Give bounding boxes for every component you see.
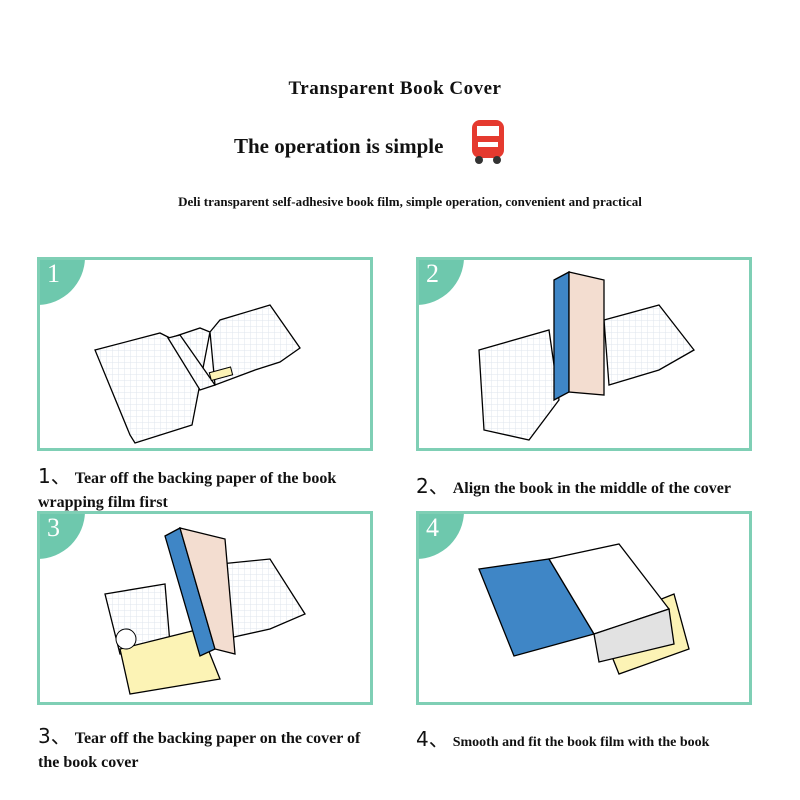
step-1-caption: 1、Tear off the backing paper of the book… [38,464,383,515]
step-4-caption: 4、Smooth and fit the book film with the … [416,727,786,755]
step-marker: 2、 [416,474,449,498]
step-4-panel: 4 [416,511,752,705]
subtitle: The operation is simple [234,134,444,158]
red-bus-icon [466,116,512,171]
page-title: Transparent Book Cover [288,78,502,99]
caption-text: Tear off the backing paper of the book w… [38,470,337,511]
step-2-panel: 2 [416,257,752,451]
step-3-panel: 3 [37,511,373,705]
caption-text: Align the book in the middle of the cove… [452,480,731,497]
step-marker: 4、 [416,727,449,751]
caption-text: Smooth and fit the book film with the bo… [452,735,710,750]
step-1-illustration [94,304,301,444]
caption-text: Tear off the backing paper on the cover … [38,730,361,771]
step-2-caption: 2、Align the book in the middle of the co… [416,474,786,501]
step-marker: 1、 [38,464,71,488]
step-3-caption: 3、Tear off the backing paper on the cove… [38,724,368,775]
description: Deli transparent self-adhesive book film… [178,194,642,209]
step-3-illustration [104,527,306,695]
step-4-illustration [478,543,690,675]
step-1-panel: 1 [37,257,373,451]
step-2-illustration [478,270,695,441]
step-marker: 3、 [38,724,71,748]
